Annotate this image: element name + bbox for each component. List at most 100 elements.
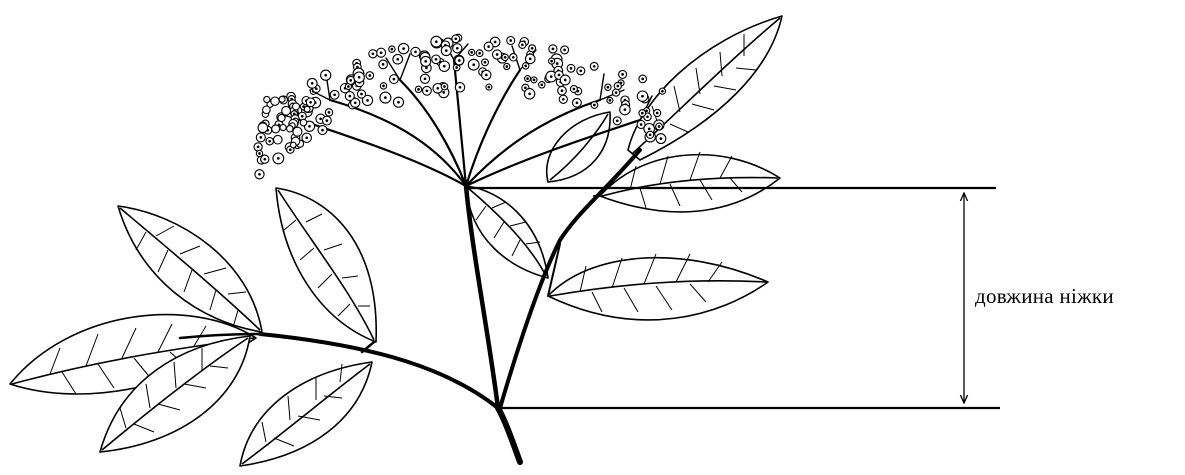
floret-center: [616, 120, 618, 122]
floret-center: [486, 74, 488, 76]
floret-center: [436, 41, 438, 43]
floret: [300, 119, 307, 126]
floret-center: [264, 158, 266, 160]
floret: [280, 125, 286, 131]
leaf-right-middle: [548, 254, 768, 320]
floret-center: [303, 106, 305, 108]
floret-center: [456, 67, 458, 69]
floret-center: [506, 66, 508, 68]
floret-center: [380, 52, 382, 54]
flower-florets: [254, 34, 666, 179]
leaf-left-mid-up: [276, 188, 376, 342]
floret: [258, 123, 268, 133]
leaf-left-upper: [118, 206, 262, 332]
floret-center: [496, 54, 498, 56]
floret-center: [647, 116, 649, 118]
floret-center: [443, 92, 445, 94]
floret-center: [415, 51, 417, 53]
floret: [278, 114, 285, 121]
floret: [274, 135, 283, 144]
leaf-right-upper: [600, 152, 780, 212]
floret-center: [533, 79, 535, 81]
floret-center: [648, 128, 650, 130]
floret-center: [459, 87, 461, 89]
floret-center: [488, 86, 490, 88]
floret-center: [527, 78, 529, 80]
floret-center: [367, 100, 369, 102]
floret-center: [660, 138, 662, 140]
floret-center: [398, 101, 400, 103]
floret-center: [593, 66, 595, 68]
floret-center: [594, 104, 596, 106]
floret-center: [290, 149, 292, 151]
floret: [293, 127, 302, 136]
floret-center: [459, 60, 461, 62]
floret-center: [418, 89, 420, 91]
floret-center: [328, 112, 330, 114]
floret-center: [622, 74, 624, 76]
floret-center: [510, 40, 512, 42]
floret-center: [649, 134, 651, 136]
floret-center: [551, 60, 553, 62]
floret-center: [424, 78, 426, 80]
floret: [282, 106, 291, 115]
floret-center: [426, 90, 428, 92]
floret-center: [455, 38, 457, 40]
floret-center: [550, 76, 552, 78]
floret-center: [446, 50, 448, 52]
floret-center: [607, 86, 609, 88]
floret-center: [513, 57, 515, 59]
floret-center: [473, 64, 475, 66]
floret-center: [552, 48, 554, 50]
floret-center: [309, 126, 311, 128]
floret-center: [646, 110, 648, 112]
floret-center: [570, 68, 572, 70]
floret-center: [531, 48, 533, 50]
measurement-label: довжина ніжки: [975, 284, 1114, 309]
floret-center: [640, 124, 642, 126]
floret: [271, 97, 279, 105]
floret-center: [525, 87, 527, 89]
floret-center: [348, 86, 350, 88]
floret-center: [437, 88, 439, 90]
floret-center: [558, 74, 560, 76]
floret-center: [278, 158, 280, 160]
floret-center: [403, 48, 405, 50]
floret-center: [391, 48, 393, 50]
floret-center: [350, 80, 352, 82]
floret-center: [624, 109, 626, 111]
floret-center: [504, 57, 506, 59]
floret-center: [269, 140, 271, 142]
floret-center: [656, 112, 658, 114]
floret-center: [494, 41, 496, 43]
floret-center: [382, 64, 384, 66]
floret-center: [311, 83, 313, 85]
floret-center: [642, 95, 644, 97]
floret-center: [580, 70, 582, 72]
floret-center: [325, 74, 327, 76]
floret-center: [435, 59, 437, 61]
floret-center: [484, 62, 486, 64]
floret: [304, 106, 310, 112]
floret-center: [556, 63, 558, 65]
floret-center: [316, 88, 318, 90]
floret-center: [609, 100, 611, 102]
floret-center: [361, 93, 363, 95]
floret-center: [257, 146, 259, 148]
floret-center: [383, 85, 385, 87]
floret-center: [369, 75, 371, 77]
floret-center: [306, 137, 308, 139]
floret-center: [541, 84, 543, 86]
leaf-bottom-middle: [240, 362, 372, 466]
floret-center: [334, 94, 336, 96]
leaf-center-upper: [547, 112, 610, 182]
floret-center: [444, 65, 446, 67]
floret-center: [662, 90, 664, 92]
floret-center: [358, 77, 360, 79]
floret-center: [563, 99, 565, 101]
floret-center: [642, 78, 644, 80]
floret-center: [642, 112, 644, 114]
floret-center: [393, 78, 395, 80]
floret: [287, 126, 293, 132]
